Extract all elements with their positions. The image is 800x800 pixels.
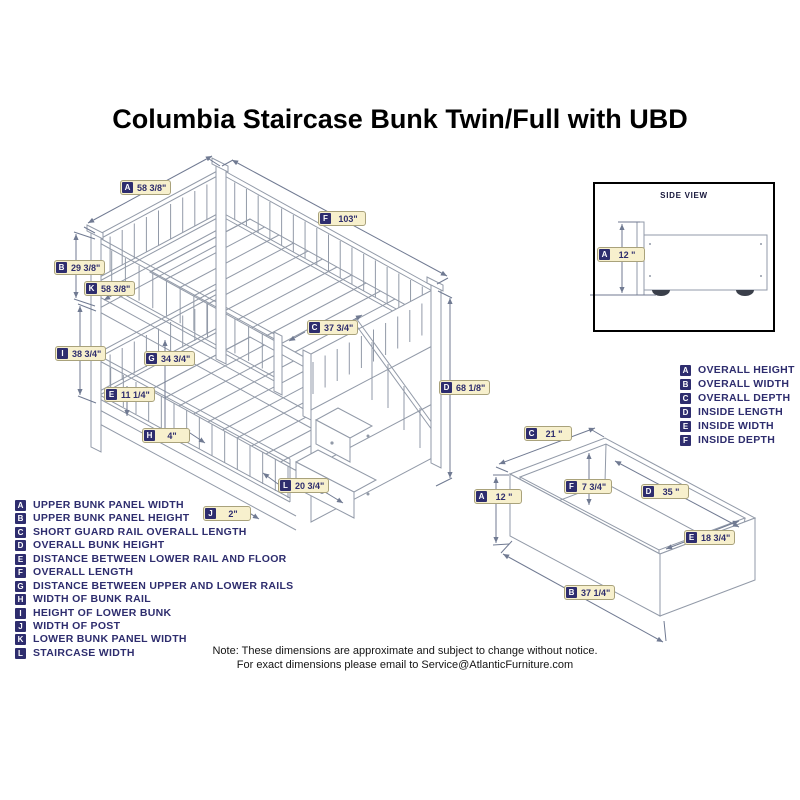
dim-badge: E [106,389,117,400]
note-line-2: For exact dimensions please email to Ser… [236,659,574,671]
dim-label-drawer-f-inside-depth: F 7 3/4" [564,479,612,494]
drawer-legend-row-f: F INSIDE DEPTH [680,434,775,446]
legend-badge: L [15,647,26,659]
legend-badge: A [680,364,691,376]
dim-label-c-guard-rail-length: C 37 3/4" [307,320,359,335]
dim-label-h-bunk-rail-width: H 4" [142,428,190,443]
legend-badge: J [15,620,26,632]
dim-badge: J [205,508,216,519]
dim-label-a-upper-panel-width: A 58 3/8" [120,180,172,195]
dim-badge: K [86,283,97,294]
legend-badge: I [15,607,26,619]
dim-label-e-rail-to-floor: E 11 1/4" [104,387,155,402]
dim-badge: E [686,532,697,543]
legend-badge: E [15,553,26,565]
bunk-legend-row-h: H WIDTH OF BUNK RAIL [15,593,151,605]
dim-badge: B [56,262,67,273]
dim-badge: F [320,213,331,224]
dim-label-l-staircase-width: L 20 3/4" [278,478,330,493]
dim-label-drawer-e-inside-width: E 18 3/4" [684,530,736,545]
drawer-legend-row-a: A OVERALL HEIGHT [680,364,795,376]
side-view-box [593,182,775,332]
dim-label-j-post-width: J 2" [203,506,251,521]
legend-badge: C [15,526,26,538]
bunk-legend-row-k: K LOWER BUNK PANEL WIDTH [15,633,187,645]
legend-badge: D [680,406,691,418]
dim-badge: C [526,428,537,439]
bunk-legend-row-c: C SHORT GUARD RAIL OVERALL LENGTH [15,526,247,538]
dim-label-drawer-a-height: A 12 " [474,489,522,504]
dim-badge: A [476,491,487,502]
dim-label-g-rail-distance: G 34 3/4" [144,351,196,366]
dim-badge: D [441,382,452,393]
bunk-legend-row-e: E DISTANCE BETWEEN LOWER RAIL AND FLOOR [15,553,287,565]
drawer-legend-row-c: C OVERALL DEPTH [680,392,790,404]
dim-label-k-lower-panel-width: K 58 3/8" [84,281,136,296]
dim-badge: C [309,322,320,333]
dim-badge: L [280,480,291,491]
legend-badge: H [15,593,26,605]
legend-badge: F [680,434,691,446]
dim-label-drawer-c-depth: C 21 " [524,426,572,441]
dim-label-i-lower-bunk-height: I 38 3/4" [55,346,107,361]
legend-badge: G [15,580,26,592]
dim-label-d-overall-bunk-height: D 68 1/8" [439,380,491,395]
legend-badge: F [15,566,26,578]
dim-badge: H [144,430,155,441]
drawer-legend-row-b: B OVERALL WIDTH [680,378,789,390]
legend-badge: A [15,499,26,511]
bunk-legend-row-l: L STAIRCASE WIDTH [15,647,135,659]
drawer-legend-row-e: E INSIDE WIDTH [680,420,774,432]
side-view-drawing [590,221,768,296]
dim-label-drawer-b-overall-width: B 37 1/4" [564,585,616,600]
note-line-1: Note: These dimensions are approximate a… [212,645,598,657]
dim-label-f-overall-length: F 103" [318,211,366,226]
page-title: Columbia Staircase Bunk Twin/Full with U… [112,104,688,134]
legend-badge: E [680,420,691,432]
dim-label-drawer-d-inside-length: D 35 " [641,484,689,499]
bunk-legend-row-f: F OVERALL LENGTH [15,566,133,578]
side-view-title: SIDE VIEW [660,191,708,200]
legend-badge: C [680,392,691,404]
drawer-legend-row-d: D INSIDE LENGTH [680,406,783,418]
bunk-legend-row-j: J WIDTH OF POST [15,620,120,632]
dim-badge: G [146,353,157,364]
under-bed-drawer-drawing [508,437,757,617]
bunk-legend-row-g: G DISTANCE BETWEEN UPPER AND LOWER RAILS [15,580,294,592]
dim-badge: F [566,481,577,492]
dim-badge: D [643,486,654,497]
dim-label-b-upper-panel-height: B 29 3/8" [54,260,106,275]
bunk-legend-row-a: A UPPER BUNK PANEL WIDTH [15,499,184,511]
legend-badge: D [15,539,26,551]
bunk-legend-row-d: D OVERALL BUNK HEIGHT [15,539,165,551]
disclaimer-note: Note: These dimensions are approximate a… [180,645,630,671]
legend-badge: B [15,512,26,524]
dim-label-sideview-a-height: A 12 " [597,247,645,262]
legend-badge: K [15,633,26,645]
dim-badge: B [566,587,577,598]
dim-badge: A [122,182,133,193]
dim-badge: I [57,348,68,359]
bunk-legend-row-b: B UPPER BUNK PANEL HEIGHT [15,512,189,524]
bunk-legend-row-i: I HEIGHT OF LOWER BUNK [15,607,171,619]
dim-badge: A [599,249,610,260]
legend-badge: B [680,378,691,390]
